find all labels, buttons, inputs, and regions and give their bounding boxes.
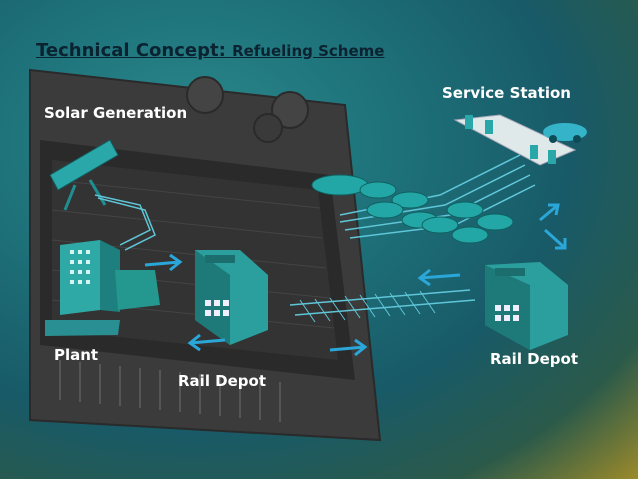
car-icon	[543, 123, 587, 143]
depot-building-icon-right	[485, 262, 568, 350]
depot-building-icon	[195, 250, 268, 345]
plant-building-icon	[45, 240, 160, 336]
fuel-pump-icon	[465, 115, 473, 129]
flow-arrow-icon	[144, 203, 567, 357]
page-title: Technical Concept: Refueling Scheme	[36, 40, 384, 61]
label-solar-generation: Solar Generation	[44, 104, 188, 122]
fuel-carts	[311, 174, 514, 244]
label-plant: Plant	[54, 346, 99, 364]
rail-track	[289, 289, 476, 323]
title-prefix: Technical Concept:	[36, 40, 226, 61]
service-station	[453, 114, 587, 166]
label-rail-depot-center: Rail Depot	[178, 372, 267, 390]
label-rail-depot-right: Rail Depot	[490, 350, 579, 368]
title-suffix: Refueling Scheme	[232, 42, 385, 60]
solar-dish-icon	[49, 139, 119, 211]
label-service-station: Service Station	[442, 84, 571, 102]
